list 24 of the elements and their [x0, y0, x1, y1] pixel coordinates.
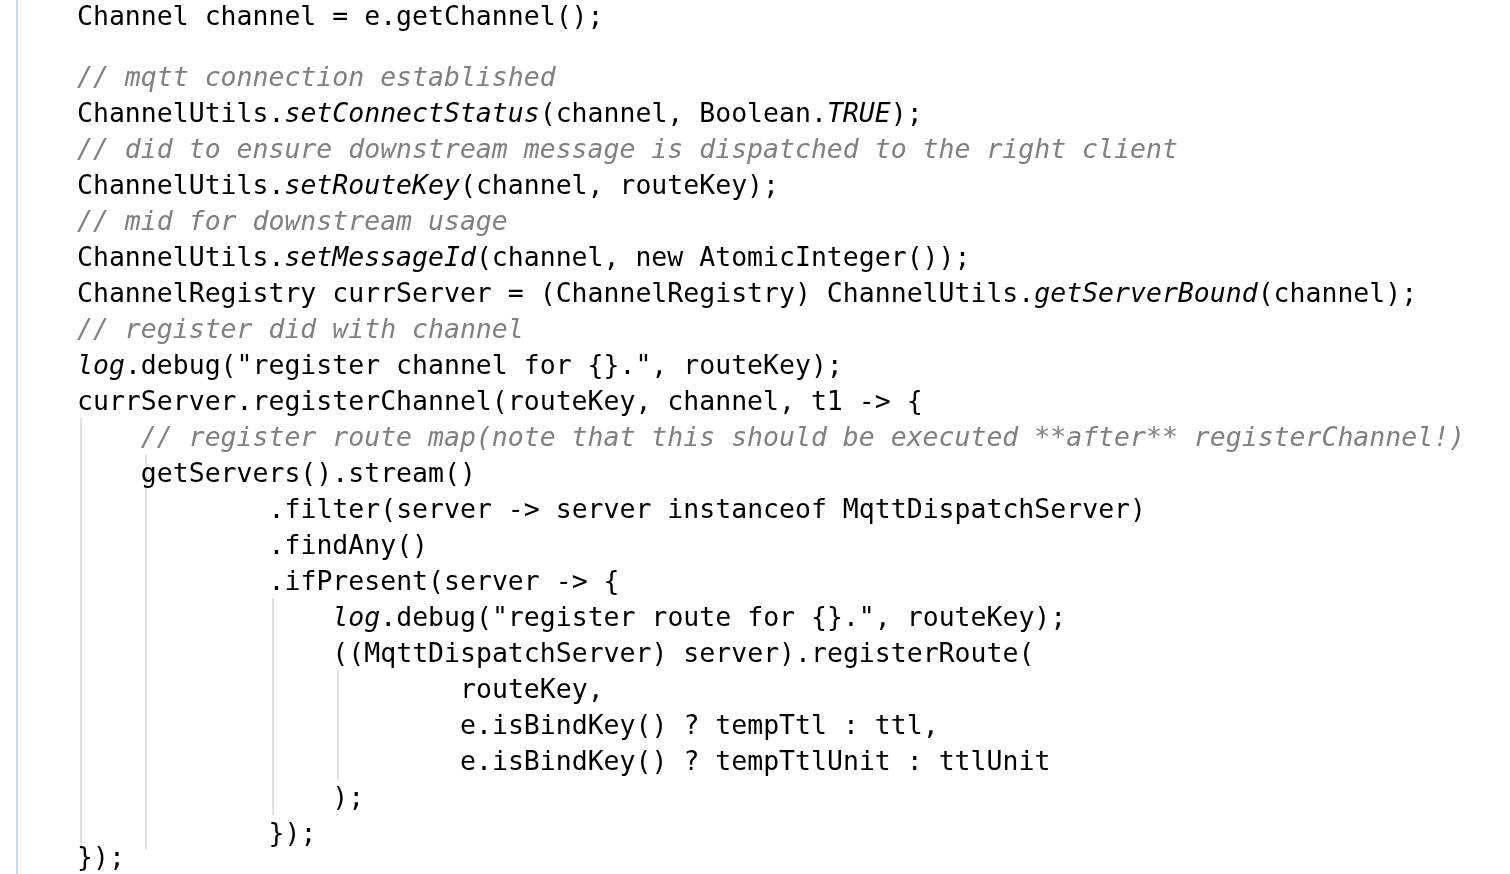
code-comment: // mqtt connection established: [77, 61, 556, 93]
code-line: Channel channel = e.getChannel();: [77, 0, 604, 32]
code-line: e.isBindKey() ? tempTtl : ttl,: [460, 709, 939, 741]
code-line: ((MqttDispatchServer) server).registerRoute(: [332, 637, 1035, 669]
code-line: ChannelUtils.setRouteKey(channel, routeKey);: [77, 169, 779, 201]
code-line: .findAny(): [268, 529, 429, 561]
code-line: currServer.registerChannel(routeKey, channel, t1 -> {: [77, 385, 923, 417]
code-comment: // did to ensure downstream message is dispatched to the right client: [77, 133, 1178, 165]
code-comment: // register did with channel: [77, 313, 524, 345]
code-line: });: [268, 817, 317, 849]
code-line: );: [332, 781, 365, 813]
code-comment: // mid for downstream usage: [77, 205, 508, 237]
code-line: getServers().stream(): [140, 457, 476, 489]
code-line: log.debug("register channel for {}.", routeKey);: [77, 349, 843, 381]
code-line: e.isBindKey() ? tempTtlUnit : ttlUnit: [460, 745, 1051, 777]
code-comment: // register route map(note that this should be executed **after** registerChannel!): [140, 421, 1466, 453]
code-line: log.debug("register route for {}.", routeKey);: [332, 601, 1067, 633]
code-line: });: [77, 841, 125, 873]
code-line: ChannelUtils.setConnectStatus(channel, Boolean.TRUE);: [77, 97, 923, 129]
code-line: routeKey,: [460, 673, 604, 705]
code-line: .filter(server -> server instanceof MqttDispatchServer): [268, 493, 1146, 525]
code-line: .ifPresent(server -> {: [268, 565, 620, 597]
code-line: ChannelRegistry currServer = (ChannelRegistry) ChannelUtils.getServerBound(channel);: [77, 277, 1418, 309]
code-line: ChannelUtils.setMessageId(channel, new AtomicInteger());: [77, 241, 971, 273]
